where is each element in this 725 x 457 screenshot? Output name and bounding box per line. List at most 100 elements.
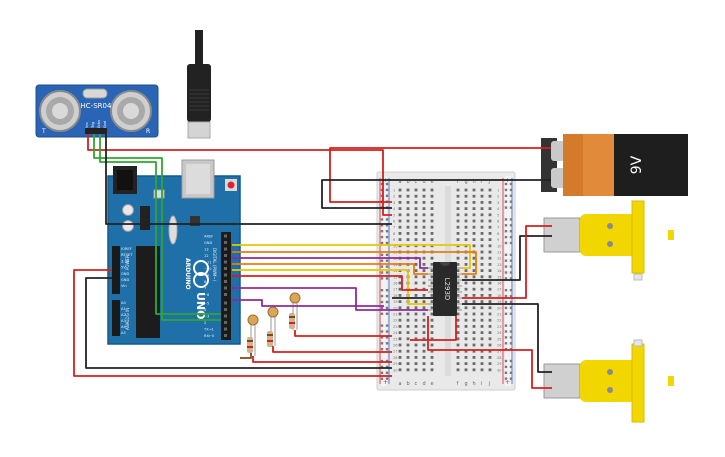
row-number: 8 — [497, 232, 500, 236]
dc-motor-top[interactable] — [543, 200, 674, 281]
wires — [73, 134, 552, 389]
wire-5v-red[interactable] — [73, 269, 392, 377]
oscillator — [168, 215, 178, 245]
row-number: 18 — [497, 294, 502, 298]
row-number: 3 — [497, 201, 499, 205]
row-number: 28 — [393, 356, 398, 360]
wire-battery-red[interactable] — [329, 147, 551, 203]
wire-d6-purple[interactable] — [232, 287, 428, 311]
power-header[interactable] — [112, 246, 120, 294]
row-number: 18 — [393, 294, 398, 298]
analog-pin-label: A1 — [121, 307, 126, 311]
digital-pin-label: 13 — [204, 248, 209, 252]
row-number: 24 — [497, 331, 502, 335]
wire-ic-to-motor-top-red[interactable] — [462, 225, 552, 299]
wire-ic-to-motor-bottom-red[interactable] — [427, 316, 552, 389]
row-number: 14 — [393, 269, 398, 273]
wire-ic-to-motor-top-black[interactable] — [462, 235, 552, 281]
column-letter: d — [423, 381, 426, 387]
column-letter: i — [481, 179, 482, 185]
battery-9v[interactable]: 9V — [541, 134, 688, 196]
power-pin-label: 5V — [121, 266, 126, 270]
arduino-logo: ARDUINO UNO — [184, 258, 209, 320]
wire-d9-yellow[interactable] — [232, 269, 428, 305]
row-number: 19 — [497, 300, 502, 304]
digital-pin-label: ~6 — [204, 293, 210, 297]
column-letter: b — [407, 179, 410, 185]
row-number: 27 — [497, 350, 502, 354]
column-letter: h — [473, 179, 476, 185]
digital-pin-label: AREF — [204, 235, 213, 239]
row-number: 2 — [497, 195, 499, 199]
analog-pin-label: A2 — [121, 313, 126, 317]
analog-header[interactable] — [112, 300, 120, 336]
wire-sensor-vcc-red[interactable] — [87, 134, 392, 216]
wire-ic-power-red[interactable] — [410, 316, 457, 341]
wire-ic-to-motor-bottom-black[interactable] — [462, 303, 552, 373]
column-letter: d — [423, 179, 426, 185]
column-letter: a — [399, 179, 402, 185]
power-pin-label: IOREF — [121, 247, 132, 251]
wire-d13-yellow[interactable] — [232, 244, 471, 269]
wire-d5-purple[interactable] — [232, 299, 384, 307]
wire-sensor-echo-green[interactable] — [99, 134, 221, 315]
wire-gnd-black[interactable] — [85, 277, 392, 369]
sensor-model-label: HC-SR04 — [81, 102, 112, 110]
row-number: 21 — [497, 313, 502, 317]
column-letter: i — [481, 381, 482, 387]
usb-cable[interactable] — [187, 30, 211, 139]
crystal — [153, 189, 165, 199]
l293d-chip[interactable]: L293D — [428, 262, 462, 316]
wire-ldr2-red[interactable] — [272, 346, 392, 353]
row-number: 13 — [497, 263, 502, 267]
wire-d8-red[interactable] — [232, 275, 428, 291]
wire-d10-orange[interactable] — [232, 263, 428, 275]
wire-d11-purple[interactable] — [232, 257, 428, 269]
row-number: 4 — [497, 207, 500, 211]
dc-motor-bottom[interactable] — [543, 339, 674, 423]
row-number: 1 — [393, 189, 395, 193]
sensor-pin-label: Echo — [97, 120, 101, 128]
ic-notch — [440, 262, 450, 266]
row-number: 20 — [497, 306, 502, 310]
wire-battery-black[interactable] — [321, 179, 551, 209]
sensor-pin-header[interactable] — [85, 128, 107, 134]
row-number: 22 — [393, 319, 398, 323]
wire-ldr1-red[interactable] — [252, 356, 392, 363]
ic-label: L293D — [443, 278, 451, 301]
wire-d12-orange[interactable] — [232, 251, 477, 275]
wire-sensor-trig-green[interactable] — [93, 134, 221, 321]
row-number: 15 — [497, 275, 502, 279]
row-number: 21 — [393, 313, 398, 317]
resistor-1[interactable] — [247, 337, 253, 353]
column-letter: b — [407, 381, 410, 387]
row-number: 20 — [393, 306, 398, 310]
digital-pin-label: TX→1 — [203, 328, 214, 332]
row-number: 17 — [497, 288, 502, 292]
row-number: 26 — [393, 344, 398, 348]
wire-ldr-signal-brown[interactable] — [240, 353, 252, 359]
analog-pin-label: A0 — [121, 301, 126, 305]
power-section-label: POWER — [125, 255, 130, 270]
plus-sign-bottom-right: + — [505, 379, 510, 386]
digital-pin-label: GND — [204, 241, 212, 245]
resistor-2[interactable] — [267, 331, 273, 347]
analog-pin-label: A3 — [121, 319, 126, 323]
sensor-pin-label: Gnd — [103, 121, 107, 128]
wire-sensor-gnd-black[interactable] — [105, 134, 392, 225]
row-number: 25 — [497, 337, 502, 341]
row-number: 17 — [393, 288, 398, 292]
photoresistors[interactable] — [247, 292, 301, 356]
row-number: 30 — [497, 368, 502, 372]
wire-ldr3-red[interactable] — [294, 330, 392, 337]
resistor-3[interactable] — [289, 313, 295, 329]
row-number: 15 — [393, 275, 398, 279]
digital-header[interactable] — [221, 232, 231, 340]
sensor-pin-label: Trig — [91, 122, 95, 129]
row-number: 16 — [497, 282, 502, 286]
row-number: 23 — [393, 325, 398, 329]
